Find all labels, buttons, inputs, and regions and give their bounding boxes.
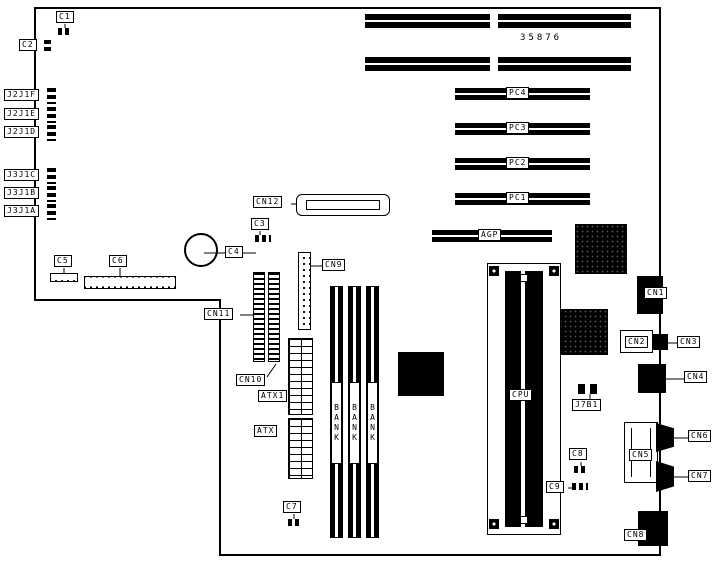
c2-component: [44, 40, 51, 54]
j3j1c-pins: [47, 168, 56, 184]
label-cn7: CN7: [688, 470, 712, 482]
isa-slot-1-segment-a: [365, 14, 490, 28]
label-j3j1b: J3J1B: [4, 187, 40, 199]
battery: [184, 233, 218, 267]
label-cn9: CN9: [322, 259, 346, 271]
label-c3: C3: [251, 218, 269, 230]
cn4-connector: [638, 364, 666, 393]
c6-connector: [84, 276, 176, 289]
atx1-power-connector: [288, 338, 313, 415]
cn12-connector-slot: [306, 200, 380, 210]
label-j2j1f: J2J1F: [4, 89, 40, 101]
label-c1: C1: [56, 11, 74, 23]
agp-slot-label: AGP: [478, 229, 502, 241]
cn9-header: [298, 252, 311, 330]
dimm-slot-1: BANK: [330, 286, 343, 538]
isa-slot-2-segment-b: [498, 57, 631, 71]
j3j1a-pins: [47, 204, 56, 220]
label-cn8: CN8: [624, 529, 648, 541]
label-cn2: CN2: [625, 336, 649, 348]
label-atx1: ATX1: [258, 390, 288, 402]
pci-slot-label-pc1: PC1: [506, 192, 530, 204]
label-atx: ATX: [254, 425, 278, 437]
qfp-chip: [398, 352, 444, 396]
label-cn4: CN4: [684, 371, 708, 383]
dimm-slot-3: BANK: [366, 286, 379, 538]
label-cn11: CN11: [204, 308, 234, 320]
cn10-connector: [268, 272, 280, 362]
dimm-bank-label-1: BANK: [331, 382, 342, 464]
dimm-bank-label-2: BANK: [349, 382, 360, 464]
cpu-label: CPU: [509, 389, 533, 401]
cpu-mount-post-bl: [489, 519, 499, 529]
pci-slot-label-pc2: PC2: [506, 157, 530, 169]
label-c8: C8: [569, 448, 587, 460]
dimm-slot-2: BANK: [348, 286, 361, 538]
cpu-slot-latch-bottom: [520, 516, 528, 524]
label-j3j1a: J3J1A: [4, 205, 40, 217]
label-c4: C4: [225, 246, 243, 258]
pci-slot-label-pc4: PC4: [506, 87, 530, 99]
c7-component: [288, 519, 302, 526]
label-cn5: CN5: [629, 449, 653, 461]
board-part-number: 35876: [520, 33, 563, 43]
label-cn12: CN12: [253, 196, 283, 208]
pci-slot-label-pc3: PC3: [506, 122, 530, 134]
cpu-mount-post-br: [549, 519, 559, 529]
c3-component: [255, 235, 271, 242]
j2j1d-pins: [47, 125, 56, 141]
label-c6: C6: [109, 255, 127, 267]
label-c9: C9: [546, 481, 564, 493]
label-c7: C7: [283, 501, 301, 513]
j7b1-jumper: [578, 384, 602, 394]
dimm-bank-label-3: BANK: [367, 382, 378, 464]
cn6-connector: [656, 423, 674, 452]
label-cn10: CN10: [236, 374, 266, 386]
label-c5: C5: [54, 255, 72, 267]
label-j2j1d: J2J1D: [4, 126, 40, 138]
j2j1f-pins: [47, 88, 56, 104]
label-cn1: CN1: [644, 287, 668, 299]
j3j1b-pins: [47, 186, 56, 202]
atx-power-connector: [288, 418, 313, 479]
label-j2j1e: J2J1E: [4, 108, 40, 120]
label-cn6: CN6: [688, 430, 712, 442]
cpu-mount-post-tr: [549, 266, 559, 276]
c1-component: [58, 28, 72, 35]
j2j1e-pins: [47, 107, 56, 123]
isa-slot-1-segment-b: [498, 14, 631, 28]
cn7-connector: [656, 461, 674, 492]
cn11-connector: [253, 272, 265, 362]
cn3-connector: [652, 334, 668, 350]
c8-component: [574, 466, 588, 473]
label-j7b1: J7B1: [572, 399, 602, 411]
label-c2: C2: [19, 39, 37, 51]
label-cn3: CN3: [677, 336, 701, 348]
cpu-mount-post-tl: [489, 266, 499, 276]
bga-chip-north: [575, 224, 627, 274]
c5-component: [50, 273, 78, 282]
cpu-slot-latch-top: [520, 274, 528, 282]
c9-component: [572, 483, 588, 490]
bga-chip-south: [558, 309, 608, 355]
isa-slot-2-segment-a: [365, 57, 490, 71]
label-j3j1c: J3J1C: [4, 169, 40, 181]
